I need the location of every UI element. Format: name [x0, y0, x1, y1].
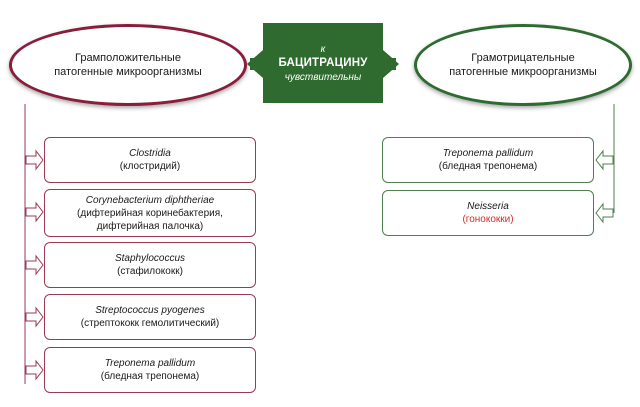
gram-negative-oval: Грамотрицательные патогенные микрооргани… [414, 24, 632, 106]
organism-description: (стафилококк) [117, 266, 183, 277]
organism-description: (бледная трепонема) [438, 161, 538, 172]
bacitracin-center-box: к БАЦИТРАЦИНУ чувствительны [263, 23, 383, 103]
gram-positive-line2: патогенные микроорганизмы [54, 66, 202, 78]
organism-latin-name: Treponema pallidum [104, 358, 196, 369]
left-arrow-4 [25, 306, 44, 328]
left-organism-box: Corynebacterium diphtheriae (дифтерийная… [44, 189, 256, 237]
organism-description: (клостридий) [119, 161, 181, 172]
right-arrow-1 [595, 149, 614, 171]
left-organism-box: Staphylococcus (стафилококк) [44, 242, 256, 288]
organism-latin-name: Treponema pallidum [442, 148, 534, 159]
organism-latin-name: Staphylococcus [114, 253, 186, 264]
gram-negative-line2: патогенные микроорганизмы [449, 66, 597, 78]
organism-latin-name: Neisseria [467, 201, 509, 212]
organism-latin-name: Clostridia [129, 148, 171, 159]
left-arrow-5 [25, 359, 44, 381]
gram-positive-oval: Грамположительные патогенные микрооргани… [9, 24, 247, 106]
right-arrow-2 [595, 202, 614, 224]
left-arrow-3 [25, 254, 44, 276]
left-organism-box: Streptococcus pyogenes (стрептококк гемо… [44, 294, 256, 340]
left-arrow-1 [25, 149, 44, 171]
center-top-text: к [320, 43, 326, 55]
center-bottom-text: чувствительны [284, 71, 362, 83]
right-organism-box: Treponema pallidum (бледная трепонема) [382, 137, 594, 183]
organism-description: (стрептококк гемолитический) [80, 318, 220, 329]
right-organism-box: Neisseria (гонококки) [382, 190, 594, 236]
organism-latin-name: Streptococcus pyogenes [95, 305, 205, 316]
left-arrow-2 [25, 201, 44, 223]
gram-negative-line1: Грамотрицательные [471, 52, 575, 64]
organism-description: (бледная трепонема) [100, 371, 200, 382]
organism-description: (дифтерийная коринебактерия, [77, 207, 223, 219]
center-main-text: БАЦИТРАЦИНУ [278, 56, 368, 69]
gram-positive-line1: Грамположительные [75, 52, 181, 64]
organism-description-cont: дифтерийная палочка) [96, 220, 204, 232]
left-organism-box: Clostridia (клостридий) [44, 137, 256, 183]
organism-latin-name: Corynebacterium diphtheriae [85, 194, 215, 206]
left-organism-box: Treponema pallidum (бледная трепонема) [44, 347, 256, 393]
organism-description-highlighted: (гонококки) [462, 214, 514, 225]
